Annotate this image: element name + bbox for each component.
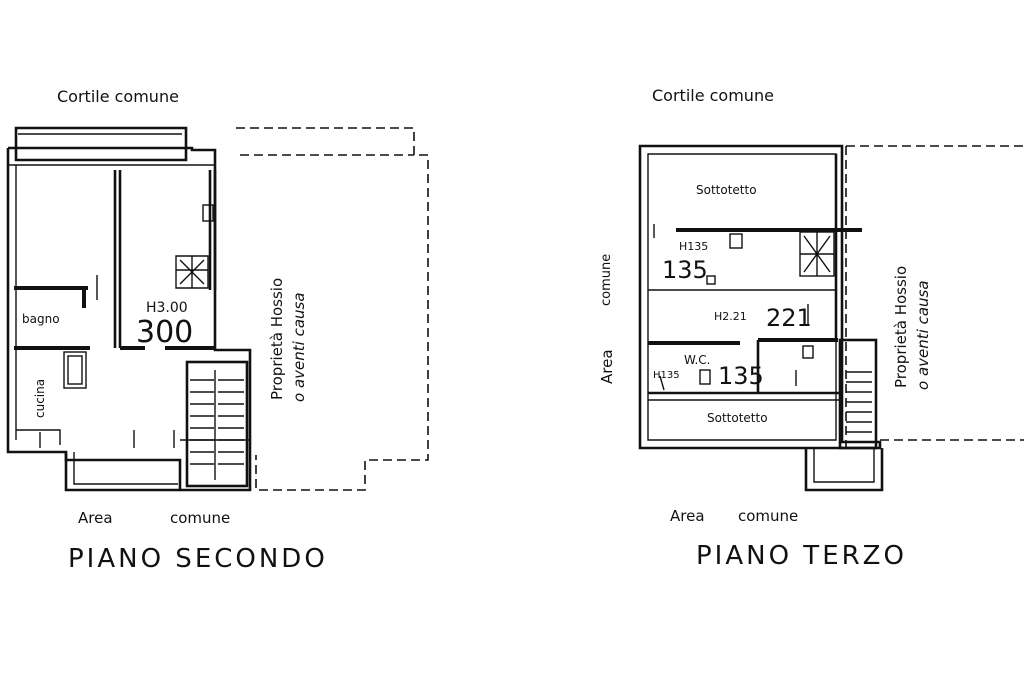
plan-piano-secondo: Cortile comune — [6, 87, 429, 574]
label-comune-right: comune — [738, 507, 798, 525]
height-value-221: 221 — [766, 304, 812, 332]
label-cortile-comune-left: Cortile comune — [57, 87, 179, 106]
room-label-sottotetto-bottom: Sottotetto — [707, 411, 768, 425]
height-label-135-a: H135 — [679, 240, 708, 253]
room-label-wc: W.C. — [684, 353, 711, 367]
height-label-135-b: H135 — [653, 370, 680, 381]
height-value-135-a: 135 — [662, 256, 708, 284]
plan-piano-terzo: Cortile comune — [598, 86, 1024, 571]
label-area-side-right: Area — [598, 349, 616, 384]
plan-title-secondo: PIANO SECONDO — [68, 544, 328, 574]
room-label-sottotetto-top: Sottotetto — [696, 183, 757, 197]
neighbor-label-right-2: o aventi causa — [914, 280, 932, 390]
label-comune-side-right: comune — [599, 254, 614, 306]
neighbor-label-left-2: o aventi causa — [290, 292, 308, 402]
height-label-left: H3.00 — [146, 300, 188, 316]
apartment-walls-left — [6, 126, 252, 492]
room-label-bagno: bagno — [22, 312, 60, 326]
height-value-135-b: 135 — [718, 362, 764, 390]
neighbor-label-left-1: Proprietà Hossio — [268, 278, 286, 400]
label-area-right: Area — [670, 507, 705, 525]
neighbor-boundary-left — [236, 127, 429, 491]
plan-title-terzo: PIANO TERZO — [696, 541, 907, 571]
apartment-walls-right — [638, 144, 884, 492]
room-label-cucina: cucina — [33, 379, 47, 418]
height-value-left: 300 — [136, 315, 193, 350]
neighbor-label-right-1: Proprietà Hossio — [892, 266, 910, 388]
label-comune-left: comune — [170, 509, 230, 527]
label-cortile-comune-right: Cortile comune — [652, 86, 774, 105]
label-area-left: Area — [78, 509, 113, 527]
height-label-221: H2.21 — [714, 310, 747, 323]
